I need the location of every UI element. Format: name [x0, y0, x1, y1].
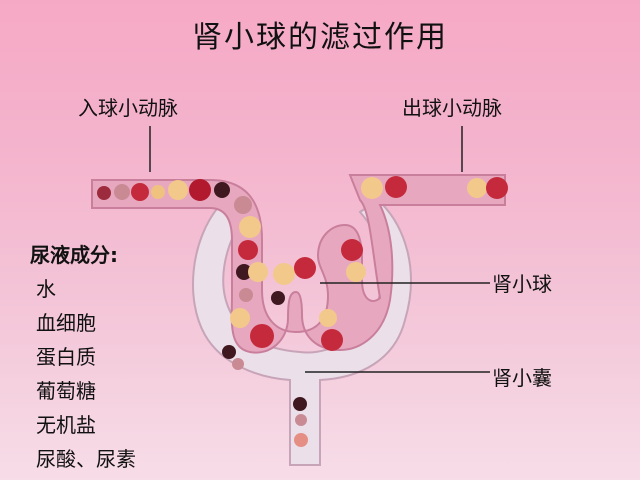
list-item: 水 — [36, 277, 56, 301]
urine-components: 尿液成分: 水 血细胞 蛋白质 葡萄糖 无机盐 尿酸、尿素 — [30, 238, 136, 476]
list-item: 血细胞 — [36, 311, 96, 335]
list-item: 尿酸、尿素 — [36, 447, 136, 471]
list-item: 蛋白质 — [36, 345, 96, 369]
efferent-arteriole-label: 出球小动脉 — [402, 96, 502, 120]
list-item: 无机盐 — [36, 413, 96, 437]
list-item: 葡萄糖 — [36, 379, 96, 403]
glomerulus-label: 肾小球 — [492, 272, 552, 296]
capsule-label: 肾小囊 — [492, 366, 552, 390]
blood-cells — [97, 176, 508, 447]
afferent-arteriole-label: 入球小动脉 — [78, 96, 178, 120]
page-title: 肾小球的滤过作用 — [192, 20, 448, 55]
urine-components-title: 尿液成分: — [30, 243, 118, 267]
